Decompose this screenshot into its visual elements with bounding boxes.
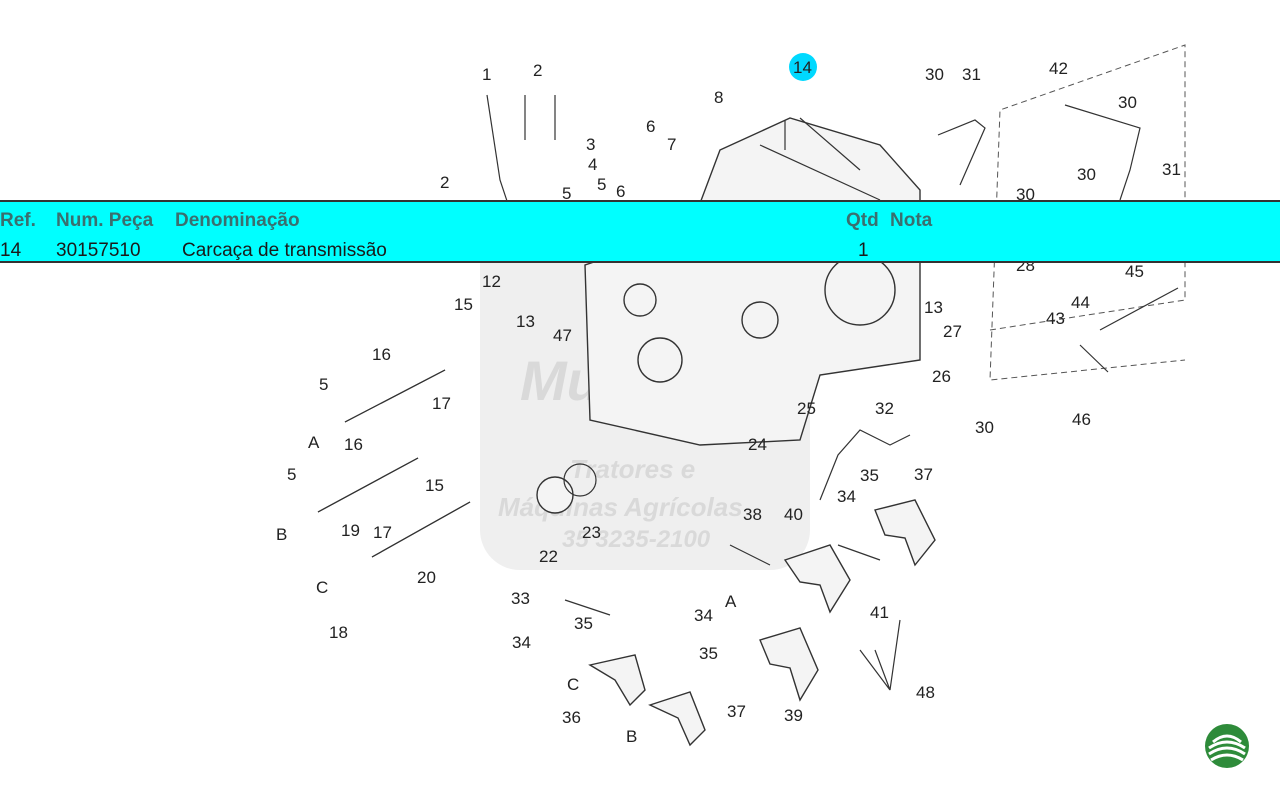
callout-32[interactable]: 32 xyxy=(875,399,894,418)
callout-34b[interactable]: 34 xyxy=(694,606,713,625)
callout-17b[interactable]: 17 xyxy=(373,523,392,542)
callout-35c[interactable]: 35 xyxy=(574,614,593,633)
callout-47[interactable]: 47 xyxy=(553,326,572,345)
header-description: Denominação xyxy=(175,210,300,231)
callout-C[interactable]: C xyxy=(316,578,328,597)
callout-14[interactable]: 14 xyxy=(793,58,812,77)
callout-36[interactable]: 36 xyxy=(562,708,581,727)
callout-B[interactable]: B xyxy=(276,525,287,544)
callout-33[interactable]: 33 xyxy=(511,589,530,608)
callout-5[interactable]: 5 xyxy=(597,175,606,194)
callout-35[interactable]: 35 xyxy=(860,466,879,485)
callout-6b[interactable]: 6 xyxy=(616,182,625,201)
shift-forks xyxy=(536,463,936,747)
callout-37b[interactable]: 37 xyxy=(727,702,746,721)
callout-35b[interactable]: 35 xyxy=(699,644,718,663)
callout-30e[interactable]: 30 xyxy=(975,418,994,437)
row-ref[interactable]: 14 xyxy=(0,240,22,261)
callout-19[interactable]: 19 xyxy=(341,521,360,540)
callout-C2[interactable]: C xyxy=(567,675,579,694)
callout-22[interactable]: 22 xyxy=(539,547,558,566)
callout-13b[interactable]: 13 xyxy=(924,298,943,317)
header-ref: Ref. xyxy=(0,210,36,231)
callout-40[interactable]: 40 xyxy=(784,505,803,524)
watermark-line1: Tratores e xyxy=(570,454,695,484)
callout-45[interactable]: 45 xyxy=(1125,262,1144,281)
callout-A2[interactable]: A xyxy=(725,592,737,611)
callout-17[interactable]: 17 xyxy=(432,394,451,413)
callout-5d[interactable]: 5 xyxy=(287,465,296,484)
callout-30d[interactable]: 30 xyxy=(1016,185,1035,204)
callout-8[interactable]: 8 xyxy=(714,88,723,107)
callout-30b[interactable]: 30 xyxy=(1118,93,1137,112)
callout-7[interactable]: 7 xyxy=(667,135,676,154)
header-qty: Qtd xyxy=(846,210,879,231)
highlight-bubble xyxy=(789,53,817,81)
row-part-number[interactable]: 30157510 xyxy=(56,240,141,261)
callout-2[interactable]: 2 xyxy=(533,61,542,80)
callout-31b[interactable]: 31 xyxy=(1162,160,1181,179)
callout-13[interactable]: 13 xyxy=(516,312,535,331)
shifter-rods xyxy=(317,94,1179,558)
callout-A[interactable]: A xyxy=(308,433,320,452)
callout-38[interactable]: 38 xyxy=(743,505,762,524)
callout-labels[interactable]: 1 2 3 4 5 6 7 8 14 30 31 42 30 31 30 30 … xyxy=(276,58,1181,746)
callout-34c[interactable]: 34 xyxy=(512,633,531,652)
callout-4[interactable]: 4 xyxy=(588,155,597,174)
callout-5b[interactable]: 5 xyxy=(562,184,571,203)
callout-2b[interactable]: 2 xyxy=(440,173,449,192)
callout-41[interactable]: 41 xyxy=(870,603,889,622)
callout-6[interactable]: 6 xyxy=(646,117,655,136)
parts-table: Ref. Num. Peça Denominação Qtd Nota 14 3… xyxy=(0,200,1280,263)
transmission-housing xyxy=(560,44,1186,446)
callout-12[interactable]: 12 xyxy=(482,272,501,291)
callout-16b[interactable]: 16 xyxy=(344,435,363,454)
callout-43[interactable]: 43 xyxy=(1046,309,1065,328)
globe-lines-icon[interactable] xyxy=(1203,722,1251,770)
callout-31[interactable]: 31 xyxy=(962,65,981,84)
callout-20[interactable]: 20 xyxy=(417,568,436,587)
callout-42[interactable]: 42 xyxy=(1049,59,1068,78)
callout-16[interactable]: 16 xyxy=(372,345,391,364)
callout-39[interactable]: 39 xyxy=(784,706,803,725)
callout-B2[interactable]: B xyxy=(626,727,637,746)
callout-27[interactable]: 27 xyxy=(943,322,962,341)
header-note: Nota xyxy=(890,210,933,231)
callout-25[interactable]: 25 xyxy=(797,399,816,418)
callout-44[interactable]: 44 xyxy=(1071,293,1090,312)
callout-5c[interactable]: 5 xyxy=(319,375,328,394)
callout-24[interactable]: 24 xyxy=(748,435,767,454)
callout-15b[interactable]: 15 xyxy=(425,476,444,495)
callout-30c[interactable]: 30 xyxy=(1077,165,1096,184)
callout-34[interactable]: 34 xyxy=(837,487,856,506)
row-description[interactable]: Carcaça de transmissão xyxy=(182,240,387,261)
header-part-number: Num. Peça xyxy=(56,210,154,231)
watermark-line2: Máquinas Agrícolas xyxy=(498,492,743,522)
callout-15[interactable]: 15 xyxy=(454,295,473,314)
callout-30[interactable]: 30 xyxy=(925,65,944,84)
watermark-phone: 35 3235-2100 xyxy=(562,526,711,553)
callout-46[interactable]: 46 xyxy=(1072,410,1091,429)
callout-23[interactable]: 23 xyxy=(582,523,601,542)
row-qty[interactable]: 1 xyxy=(858,240,869,261)
callout-18[interactable]: 18 xyxy=(329,623,348,642)
callout-37[interactable]: 37 xyxy=(914,465,933,484)
callout-48[interactable]: 48 xyxy=(916,683,935,702)
callout-26[interactable]: 26 xyxy=(932,367,951,386)
callout-1[interactable]: 1 xyxy=(482,65,491,84)
callout-3[interactable]: 3 xyxy=(586,135,595,154)
